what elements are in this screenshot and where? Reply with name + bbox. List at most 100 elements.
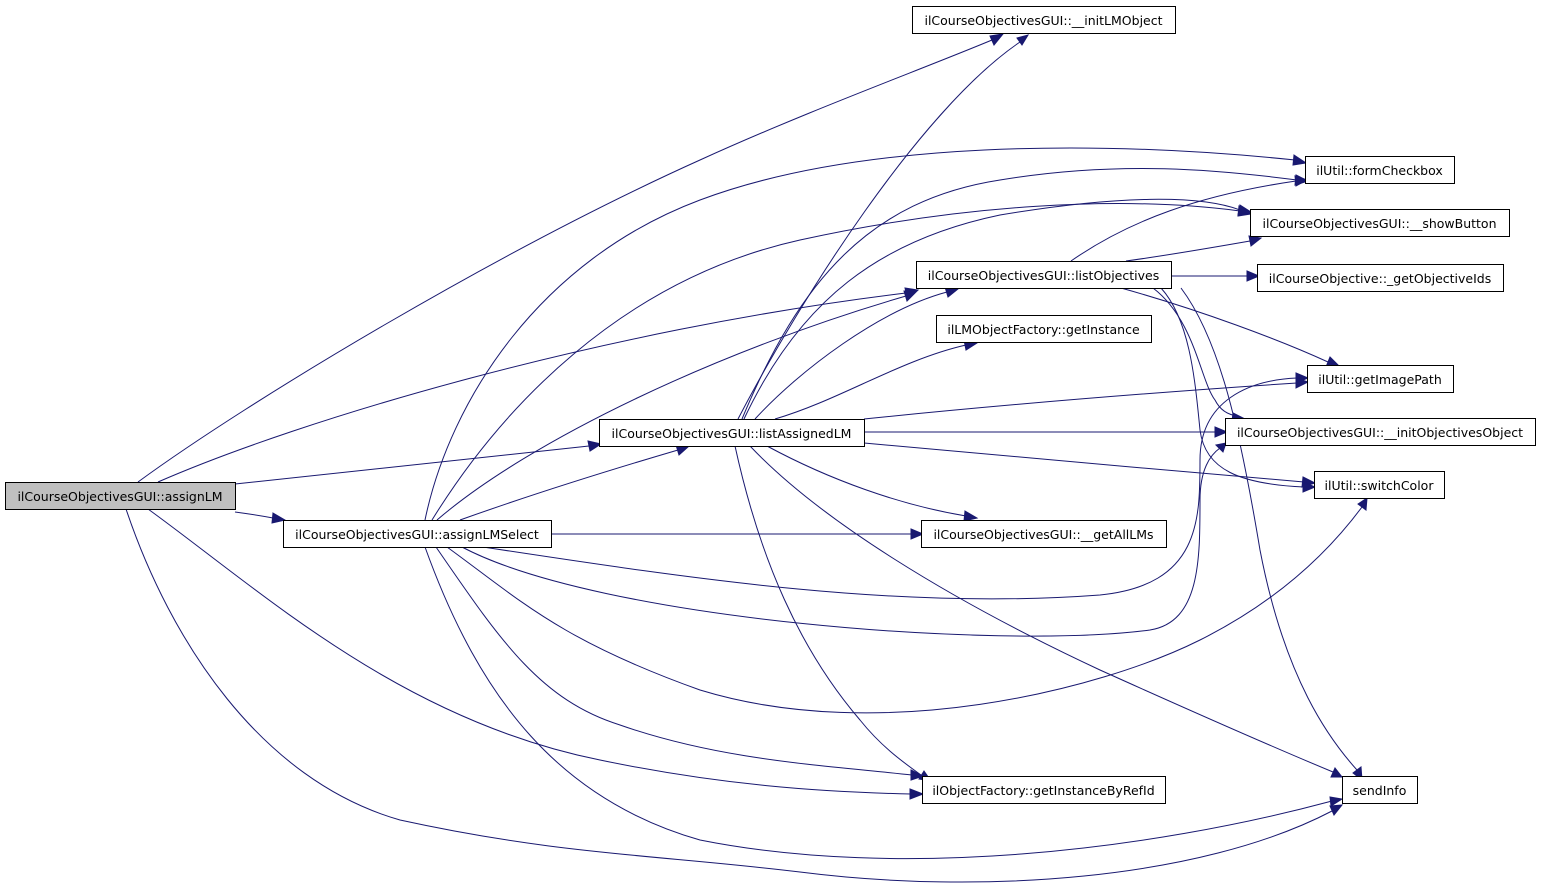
node-getObjectiveIds[interactable]: ilCourseObjective::_getObjectiveIds bbox=[1257, 264, 1504, 292]
arrowhead-icon bbox=[1294, 175, 1309, 187]
edge-assignLM-to-initLMObject bbox=[137, 33, 1005, 483]
edge-listObjectives-to-formCheckbox bbox=[1070, 175, 1309, 262]
node-box bbox=[1257, 264, 1504, 292]
edges-layer bbox=[125, 33, 1368, 883]
node-box bbox=[599, 419, 865, 447]
node-getInstanceByRefId[interactable]: ilObjectFactory::getInstanceByRefId bbox=[922, 776, 1166, 804]
node-label: ilCourseObjectivesGUI::__getAllLMs bbox=[933, 527, 1153, 542]
node-listObjectives[interactable]: ilCourseObjectivesGUI::listObjectives bbox=[916, 261, 1172, 289]
edge-listAssignedLM-to-showButton bbox=[743, 198, 1253, 420]
node-label: ilCourseObjectivesGUI::assignLMSelect bbox=[295, 527, 539, 542]
edge-assignLMSelect-to-initObjectivesObject bbox=[461, 442, 1227, 637]
edge-assignLMSelect-to-listObjectives bbox=[436, 290, 919, 521]
edge-listObjectives-to-getImagePath bbox=[1120, 287, 1341, 368]
edge-listAssignedLM-to-formCheckbox bbox=[741, 167, 1310, 420]
node-box bbox=[283, 520, 552, 548]
node-showButton[interactable]: ilCourseObjectivesGUI::__showButton bbox=[1250, 209, 1510, 237]
arrowhead-icon bbox=[271, 512, 287, 524]
node-box bbox=[5, 482, 236, 510]
node-initObjectivesObject[interactable]: ilCourseObjectivesGUI::__initObjectivesO… bbox=[1225, 418, 1536, 446]
node-sendInfo[interactable]: sendInfo bbox=[1342, 776, 1418, 804]
arrowhead-icon bbox=[1295, 377, 1310, 389]
node-label: ilCourseObjectivesGUI::assignLM bbox=[17, 489, 222, 504]
edge-assignLM-to-getInstanceByRefId bbox=[147, 508, 925, 800]
node-box bbox=[1250, 209, 1510, 237]
node-label: ilCourseObjectivesGUI::listAssignedLM bbox=[612, 426, 852, 441]
arrowhead-icon bbox=[1214, 442, 1227, 453]
node-label: ilUtil::getImagePath bbox=[1318, 372, 1442, 387]
edge-assignLM-to-sendInfo bbox=[125, 508, 1344, 883]
edge-listAssignedLM-to-initObjectivesObject bbox=[863, 426, 1229, 438]
edge-listAssignedLM-to-getInstanceByRefId bbox=[734, 445, 933, 782]
edge-assignLM-to-listObjectives bbox=[157, 287, 920, 483]
edge-listObjectives-to-initObjectivesObject bbox=[1152, 287, 1247, 422]
arrowhead-icon bbox=[1329, 796, 1344, 807]
node-label: ilCourseObjectivesGUI::__initLMObject bbox=[924, 13, 1162, 28]
edge-assignLMSelect-to-sendInfo bbox=[424, 546, 1344, 860]
node-label: ilUtil::switchColor bbox=[1325, 478, 1435, 493]
arrowhead-icon bbox=[909, 788, 925, 800]
node-label: ilCourseObjectivesGUI::__showButton bbox=[1263, 216, 1497, 231]
node-getImagePath[interactable]: ilUtil::getImagePath bbox=[1307, 365, 1454, 393]
edge-assignLMSelect-to-getAllLMs bbox=[550, 528, 925, 540]
edge-listAssignedLM-to-listObjectives bbox=[754, 286, 960, 420]
edge-assignLM-to-listAssignedLM bbox=[234, 440, 603, 485]
edge-listAssignedLM-to-getAllLMs bbox=[766, 445, 979, 522]
arrowhead-icon bbox=[1292, 154, 1308, 166]
node-box bbox=[936, 315, 1152, 343]
edge-assignLMSelect-to-formCheckbox bbox=[424, 147, 1308, 521]
arrowhead-icon bbox=[1357, 497, 1368, 511]
node-box bbox=[912, 6, 1176, 34]
node-label: ilCourseObjective::_getObjectiveIds bbox=[1269, 271, 1491, 286]
edge-listAssignedLM-to-lmGetInstance bbox=[774, 339, 979, 420]
edge-assignLM-to-assignLMSelect bbox=[234, 511, 287, 524]
node-box bbox=[1225, 418, 1536, 446]
edge-listObjectives-to-switchColor bbox=[1160, 287, 1317, 493]
node-assignLMSelect[interactable]: ilCourseObjectivesGUI::assignLMSelect bbox=[283, 520, 552, 548]
node-listAssignedLM[interactable]: ilCourseObjectivesGUI::listAssignedLM bbox=[599, 419, 865, 447]
node-label: ilUtil::formCheckbox bbox=[1316, 163, 1443, 178]
node-box bbox=[1314, 471, 1445, 499]
edge-listAssignedLM-to-initLMObject bbox=[737, 34, 1030, 420]
edge-assignLMSelect-to-getInstanceByRefId bbox=[435, 546, 925, 781]
arrowhead-icon bbox=[1302, 481, 1317, 493]
node-lmGetInstance[interactable]: ilLMObjectFactory::getInstance bbox=[936, 315, 1152, 343]
node-label: ilObjectFactory::getInstanceByRefId bbox=[932, 783, 1154, 798]
node-box bbox=[1305, 156, 1455, 184]
arrowhead-icon bbox=[910, 769, 925, 781]
arrowhead-icon bbox=[1214, 426, 1229, 438]
arrowhead-icon bbox=[1248, 235, 1263, 247]
node-getAllLMs[interactable]: ilCourseObjectivesGUI::__getAllLMs bbox=[921, 520, 1167, 548]
node-label: ilCourseObjectivesGUI::__initObjectivesO… bbox=[1237, 425, 1523, 440]
arrowhead-icon bbox=[1246, 270, 1261, 282]
edge-listAssignedLM-to-sendInfo bbox=[749, 445, 1344, 778]
nodes-layer: ilCourseObjectivesGUI::assignLMilCourseO… bbox=[5, 6, 1536, 804]
arrowhead-icon bbox=[910, 528, 925, 540]
node-box bbox=[1307, 365, 1454, 393]
edge-assignLMSelect-to-showButton bbox=[431, 203, 1253, 521]
node-initLMObject[interactable]: ilCourseObjectivesGUI::__initLMObject bbox=[912, 6, 1176, 34]
arrowhead-icon bbox=[1237, 204, 1253, 216]
edge-listObjectives-to-showButton bbox=[1125, 235, 1263, 262]
arrowhead-icon bbox=[587, 440, 603, 452]
node-switchColor[interactable]: ilUtil::switchColor bbox=[1314, 471, 1445, 499]
node-box bbox=[922, 776, 1166, 804]
node-box bbox=[921, 520, 1167, 548]
edge-listObjectives-to-getObjectiveIds bbox=[1171, 270, 1261, 282]
arrowhead-icon bbox=[903, 290, 919, 302]
arrowhead-icon bbox=[989, 33, 1005, 46]
node-box bbox=[1342, 776, 1418, 804]
edge-listAssignedLM-to-getImagePath bbox=[863, 377, 1310, 420]
node-label: ilLMObjectFactory::getInstance bbox=[947, 322, 1140, 337]
arrowhead-icon bbox=[1016, 34, 1030, 46]
node-label: sendInfo bbox=[1353, 783, 1407, 798]
node-formCheckbox[interactable]: ilUtil::formCheckbox bbox=[1305, 156, 1455, 184]
node-assignLM[interactable]: ilCourseObjectivesGUI::assignLM bbox=[5, 482, 236, 510]
arrowhead-icon bbox=[1329, 804, 1344, 816]
edge-assignLMSelect-to-switchColor bbox=[446, 497, 1368, 714]
arrowhead-icon bbox=[963, 510, 979, 522]
node-label: ilCourseObjectivesGUI::listObjectives bbox=[928, 268, 1159, 283]
arrowhead-icon bbox=[1330, 767, 1344, 778]
node-box bbox=[916, 261, 1172, 289]
